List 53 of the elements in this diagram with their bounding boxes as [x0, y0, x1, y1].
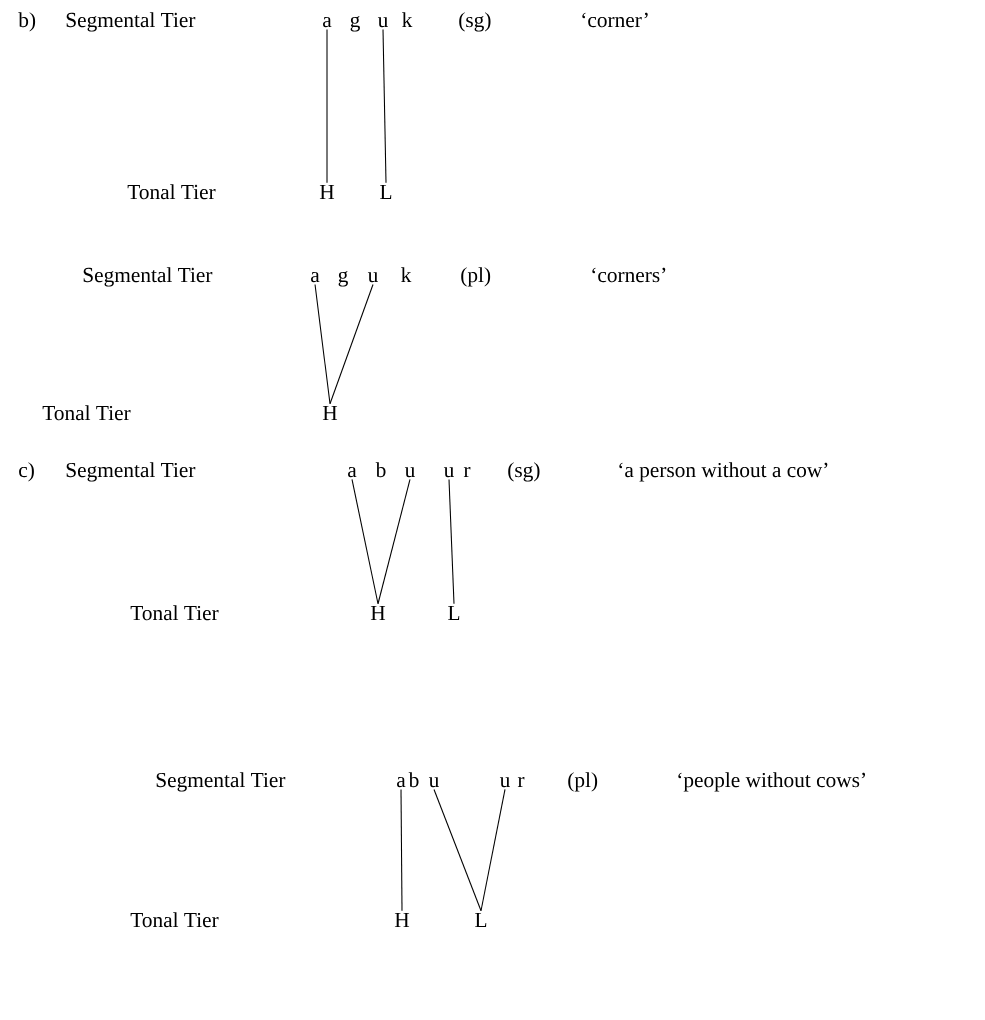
tier-label: ‘corner’ [582, 12, 648, 28]
segment-letter: L [380, 185, 392, 199]
association-line [314, 283, 331, 405]
tier-label: ‘people without cows’ [678, 772, 865, 792]
segment-letter: a [323, 16, 332, 28]
tier-label: Segmental Tier [83, 267, 213, 287]
segment-letter: u [499, 777, 510, 788]
tier-label: (sg) [459, 12, 491, 32]
tier-label: k [401, 267, 412, 282]
tier-label: ‘corners’ [592, 267, 666, 283]
tier-label: k [402, 12, 413, 27]
segment-letter: u [428, 777, 439, 788]
tier-label: Segmental Tier [66, 12, 196, 32]
tier-label: Segmental Tier [66, 462, 196, 482]
segment-letter: H [319, 185, 335, 199]
segment-letter: u [443, 467, 454, 478]
tier-label: b [408, 772, 419, 788]
tier-label: Tonal Tier [130, 912, 219, 928]
tier-label: ‘a person without a cow’ [619, 462, 828, 482]
segment-letter: H [322, 406, 338, 420]
tier-label: r [517, 776, 525, 787]
tier-label: (pl) [461, 267, 491, 287]
tier-label: b [375, 462, 386, 478]
tier-label: Tonal Tier [130, 605, 219, 621]
segment-letter: a [397, 777, 406, 788]
association-line [448, 478, 455, 605]
tier-label: r [463, 466, 471, 477]
association-line [433, 788, 482, 912]
tier-label: b) [18, 12, 36, 32]
association-line [326, 28, 328, 184]
segment-letter: u [367, 272, 378, 283]
association-line [480, 788, 506, 912]
segment-letter: L [475, 913, 487, 927]
segment-letter: H [370, 606, 386, 620]
association-line [377, 478, 411, 605]
association-line [329, 283, 374, 405]
segment-letter: H [394, 913, 410, 927]
tier-label: Tonal Tier [42, 405, 131, 421]
segment-letter: a [311, 271, 320, 283]
segment-letter: L [448, 606, 460, 620]
tier-label: g [338, 271, 348, 287]
tier-label: Tonal Tier [127, 184, 216, 200]
association-line [382, 28, 387, 184]
tier-label: (sg) [508, 462, 540, 482]
tier-label: (pl) [568, 772, 598, 792]
association-line [400, 788, 403, 912]
segment-letter: u [377, 17, 388, 28]
segment-letter: u [404, 467, 415, 478]
segment-letter: a [348, 466, 357, 478]
tier-label: g [350, 16, 360, 32]
association-line [351, 478, 379, 605]
tier-label: c) [19, 462, 34, 482]
tier-label: Segmental Tier [156, 772, 286, 792]
